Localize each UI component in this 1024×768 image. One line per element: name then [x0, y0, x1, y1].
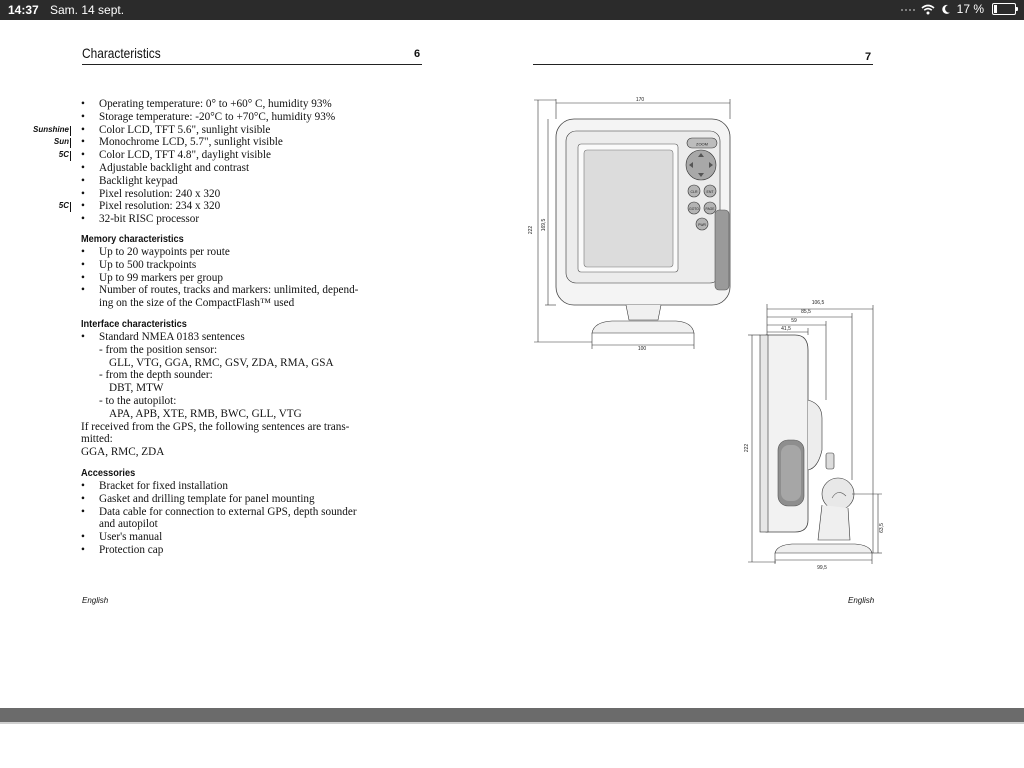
- memory-item: •Up to 20 waypoints per route: [81, 245, 230, 258]
- side-depth-dim-1: 106,5: [812, 300, 825, 306]
- side-view: [748, 304, 882, 564]
- model-tag: 5C: [58, 150, 69, 160]
- interface-heading: Interface characteristics: [81, 318, 187, 330]
- spec-item: •Adjustable backlight and contrast: [81, 161, 250, 174]
- status-bar: 14:37 Sam. 14 sept. 17 %: [0, 0, 1024, 20]
- status-date: Sam. 14 sept.: [50, 3, 125, 17]
- front-stand-base: [591, 320, 695, 334]
- interface-sub-values: DBT, MTW: [109, 382, 164, 395]
- spec-item: •Pixel resolution: 240 x 320: [81, 187, 221, 200]
- svg-text:GOTO: GOTO: [689, 207, 699, 211]
- footer-language-right: English: [848, 596, 875, 605]
- model-tag: Sunshine: [32, 124, 69, 134]
- accessory-item: •Gasket and drilling template for panel …: [81, 492, 315, 505]
- svg-text:CLR: CLR: [690, 190, 697, 194]
- interface-sub-label: - to the autopilot:: [99, 394, 177, 407]
- wifi-icon: [921, 4, 935, 14]
- memory-item: •Up to 500 trackpoints: [81, 258, 197, 271]
- memory-item: •Up to 99 markers per group: [81, 271, 223, 284]
- spec-item: Sun•Monochrome LCD, 5.7", sunlight visib…: [54, 136, 422, 149]
- gps-paragraph: If received from the GPS, the following …: [81, 420, 350, 433]
- header-rule-left: [82, 64, 422, 65]
- zoom-label: ZOOM: [696, 142, 708, 147]
- svg-text:ENT: ENT: [707, 190, 715, 194]
- page-number-left: 6: [414, 48, 421, 60]
- front-base-dim: 100: [638, 346, 647, 352]
- side-depth-dim-2: 85,5: [801, 309, 811, 315]
- interface-sub-label: - from the position sensor:: [99, 343, 218, 356]
- accessory-item: •Protection cap: [81, 543, 164, 556]
- side-depth-dim-4: 41,5: [781, 326, 791, 332]
- side-stand-base: [774, 543, 873, 554]
- model-tag: 5C: [58, 201, 69, 211]
- accessory-item: •Bracket for fixed installation: [81, 479, 228, 492]
- accessory-item: •User's manual: [81, 531, 163, 544]
- side-bracket-arm: [807, 399, 823, 471]
- moon-icon: [941, 4, 950, 14]
- front-body-height-dim: 169,5: [541, 219, 547, 232]
- side-front-face: [759, 334, 769, 533]
- side-stand: [817, 504, 851, 541]
- side-height-dim: 222: [744, 444, 750, 453]
- accessory-item-continued: and autopilot: [99, 518, 158, 531]
- memory-heading: Memory characteristics: [81, 233, 184, 245]
- memory-item-continued: ing on the size of the CompactFlash™ use…: [99, 297, 295, 310]
- footer-language-left: English: [82, 596, 109, 605]
- svg-text:PAGE: PAGE: [706, 207, 716, 211]
- multitasking-dots-icon: [900, 3, 915, 15]
- spec-item: •Storage temperature: -20°C to +70°C, hu…: [81, 110, 336, 123]
- header-rule-right: [533, 64, 873, 65]
- accessory-item: •Data cable for connection to external G…: [81, 505, 357, 518]
- svg-text:PWR: PWR: [698, 223, 706, 227]
- status-time: 14:37: [8, 3, 39, 17]
- memory-item: •Number of routes, tracks and markers: u…: [81, 284, 359, 297]
- model-tag: Sun: [53, 137, 69, 147]
- spec-item: Sunshine•Color LCD, TFT 5.6", sunlight v…: [33, 124, 422, 137]
- interface-item: •Standard NMEA 0183 sentences: [81, 330, 245, 343]
- zoom-button: [686, 137, 718, 149]
- spec-item: 5C•Color LCD, TFT 4.8", daylight visible: [59, 149, 422, 162]
- side-knob: [821, 477, 855, 511]
- clr-button: [687, 184, 701, 198]
- interface-sub-values: APA, APB, XTE, RMB, BWC, GLL, VTG: [109, 407, 302, 420]
- front-screen: [583, 149, 674, 268]
- spec-item: •Backlight keypad: [81, 174, 178, 187]
- pwr-button: [695, 217, 709, 231]
- accessories-heading: Accessories: [81, 467, 136, 479]
- specs-list: •Operating temperature: 0° to +60° C, hu…: [33, 98, 422, 226]
- side-base-dim: 99,5: [817, 565, 827, 571]
- side-bracket-height-dim: 63,5: [879, 523, 885, 533]
- dpad-icon: [685, 149, 717, 181]
- page-number-right: 7: [865, 51, 872, 63]
- battery-percent: 17 %: [956, 2, 984, 16]
- front-view: ZOOM CLR ENT GOTO PAGE PWR: [534, 99, 731, 349]
- bottom-toolbar-edge: [0, 722, 1024, 724]
- characteristics-content: •Operating temperature: 0° to +60° C, hu…: [33, 98, 422, 557]
- front-height-dim: 222: [528, 226, 534, 235]
- page-button: [703, 201, 717, 215]
- gps-values: GGA, RMC, ZDA: [81, 446, 165, 459]
- battery-icon: [992, 3, 1018, 15]
- side-connector: [825, 452, 835, 470]
- spec-item: 5C•Pixel resolution: 234 x 320: [59, 200, 422, 213]
- spec-item: •Operating temperature: 0° to +60° C, hu…: [81, 98, 332, 110]
- ent-button: [703, 184, 717, 198]
- goto-button: [687, 201, 701, 215]
- front-width-dim: 170: [636, 97, 645, 103]
- front-side-grip: [714, 209, 730, 291]
- side-depth-dim-3: 59: [791, 318, 797, 324]
- page-title: Characteristics: [82, 45, 161, 61]
- front-stand-neck: [625, 304, 662, 321]
- interface-sub-values: GLL, VTG, GGA, RMC, GSV, ZDA, RMA, GSA: [109, 356, 334, 369]
- spec-item: •32-bit RISC processor: [81, 213, 200, 226]
- interface-sub-label: - from the depth sounder:: [99, 369, 213, 382]
- gps-paragraph: mitted:: [81, 433, 113, 446]
- bottom-toolbar: [0, 708, 1024, 722]
